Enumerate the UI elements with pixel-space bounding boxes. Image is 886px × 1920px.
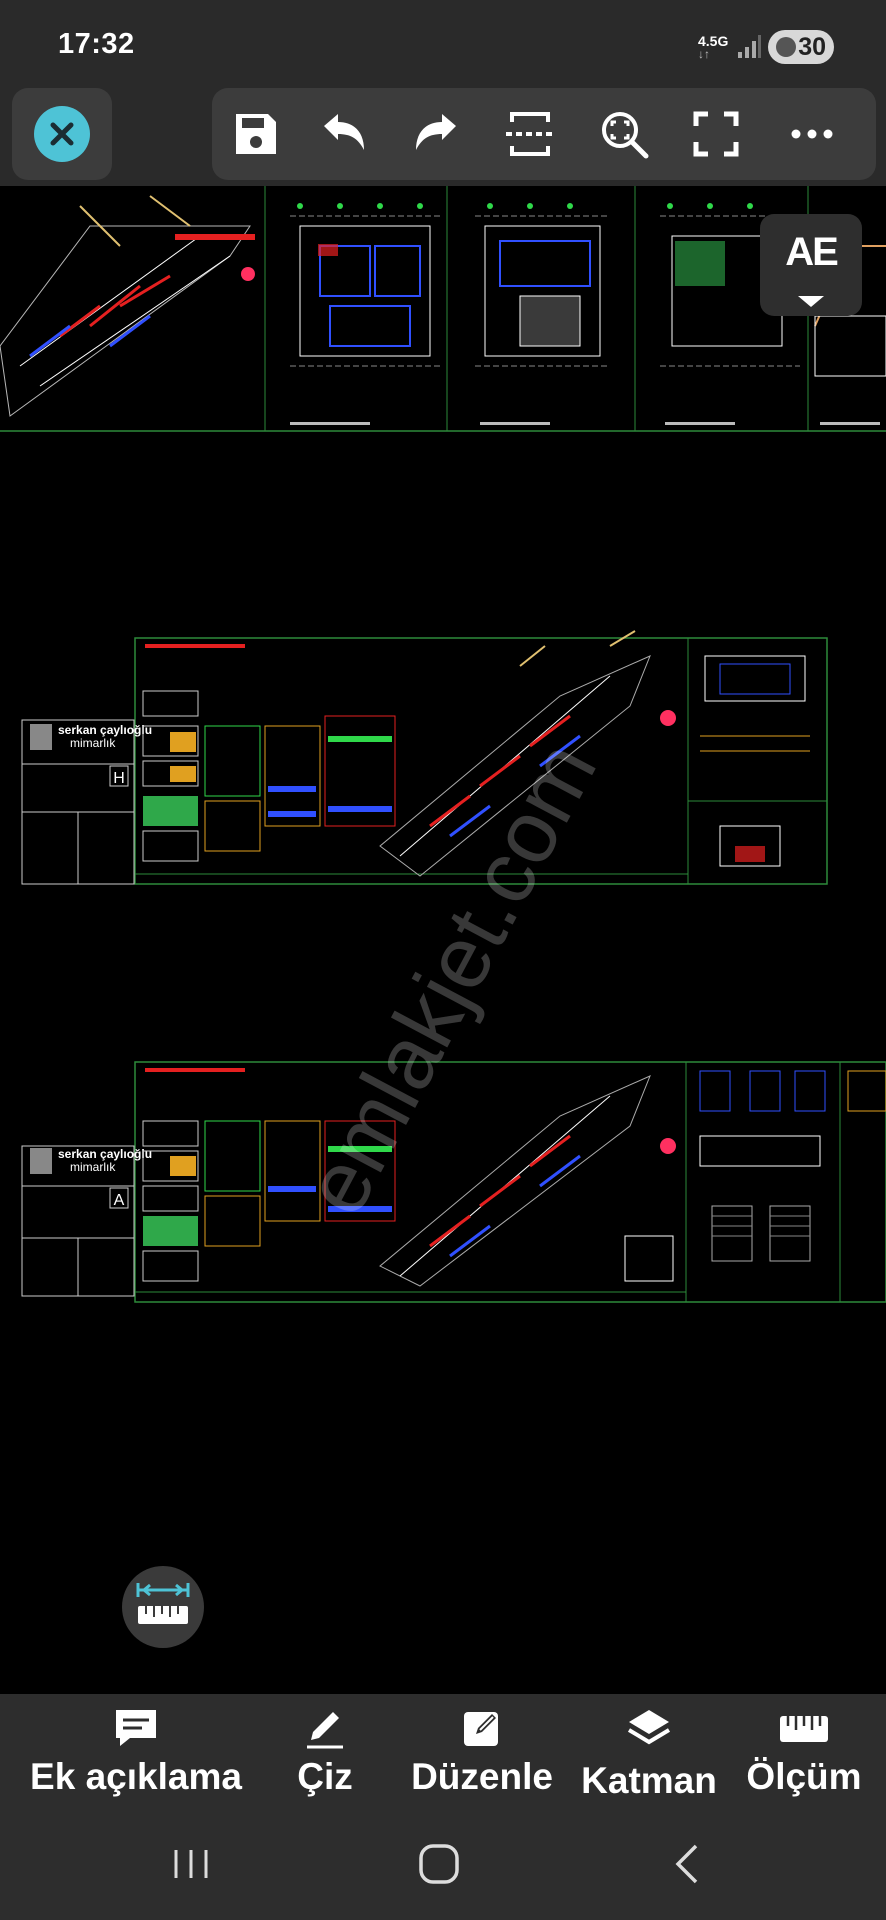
top-toolbar <box>212 88 876 180</box>
home-icon[interactable] <box>414 1842 464 1886</box>
chevron-down-icon <box>798 296 824 307</box>
network-indicator: 4.5G ↓↑ <box>698 34 728 60</box>
close-button[interactable] <box>12 88 112 180</box>
revision-letter: H <box>113 770 125 787</box>
revision-letter: A <box>114 1192 125 1209</box>
measure-button[interactable] <box>122 1566 204 1648</box>
watermark: emlakjet.com <box>284 726 615 1230</box>
layer-button[interactable]: Katman <box>578 1706 720 1802</box>
edit-button[interactable]: Düzenle <box>408 1706 556 1802</box>
fit-width-icon[interactable] <box>502 106 558 162</box>
measurement-button[interactable]: Ölçüm <box>744 1706 864 1802</box>
zoom-icon[interactable] <box>596 106 652 162</box>
recent-apps-icon[interactable] <box>166 1842 216 1886</box>
drawing-canvas[interactable]: H serkan çaylıoğlu mimarlık <box>0 186 886 1694</box>
pen-icon <box>307 1712 343 1749</box>
edit-icon <box>464 1712 498 1746</box>
draw-label: Çiz <box>297 1756 353 1797</box>
brand-subtitle: mimarlık <box>70 736 116 750</box>
annotation-label: Ek açıklama <box>30 1756 242 1797</box>
status-time: 17:32 <box>58 28 135 60</box>
close-icon <box>34 106 90 162</box>
layer-label: Katman <box>581 1760 717 1801</box>
ruler-icon <box>780 1716 828 1742</box>
cad-drawing: H serkan çaylıoğlu mimarlık <box>0 186 886 1303</box>
data-arrows-icon: ↓↑ <box>698 47 710 61</box>
back-icon[interactable] <box>664 1842 714 1886</box>
drawing-sheet-1: H serkan çaylıoğlu mimarlık <box>21 630 828 885</box>
comment-icon <box>116 1710 156 1746</box>
annotation-button[interactable]: Ek açıklama <box>26 1706 246 1802</box>
drawing-sheet-2: A serkan çaylıoğlu mimarlık <box>21 1061 886 1303</box>
battery-indicator: 30 <box>768 30 834 64</box>
draw-button[interactable]: Çiz <box>282 1706 368 1802</box>
fullscreen-icon[interactable] <box>688 106 744 162</box>
layers-icon <box>627 1710 671 1745</box>
redo-icon[interactable] <box>408 106 464 162</box>
brand-subtitle: mimarlık <box>70 1160 116 1174</box>
undo-icon[interactable] <box>316 106 372 162</box>
network-type: 4.5G <box>698 33 729 49</box>
status-bar: 17:32 4.5G ↓↑ 30 <box>0 0 886 80</box>
top-sheet-row <box>0 186 886 432</box>
edit-label: Düzenle <box>411 1756 553 1797</box>
brand-name: serkan çaylıoğlu <box>58 723 152 737</box>
text-tool-button[interactable]: AE <box>760 214 862 316</box>
system-nav-bar <box>0 1806 886 1920</box>
signal-icon <box>738 35 761 58</box>
ruler-measure-icon <box>136 1583 190 1624</box>
more-icon[interactable] <box>784 106 840 162</box>
battery-level: 30 <box>798 33 826 61</box>
text-tool-icon: AE <box>785 230 839 274</box>
battery-saver-icon <box>776 37 796 57</box>
measurement-label: Ölçüm <box>746 1756 862 1797</box>
brand-name: serkan çaylıoğlu <box>58 1147 152 1161</box>
save-icon[interactable] <box>228 106 284 162</box>
